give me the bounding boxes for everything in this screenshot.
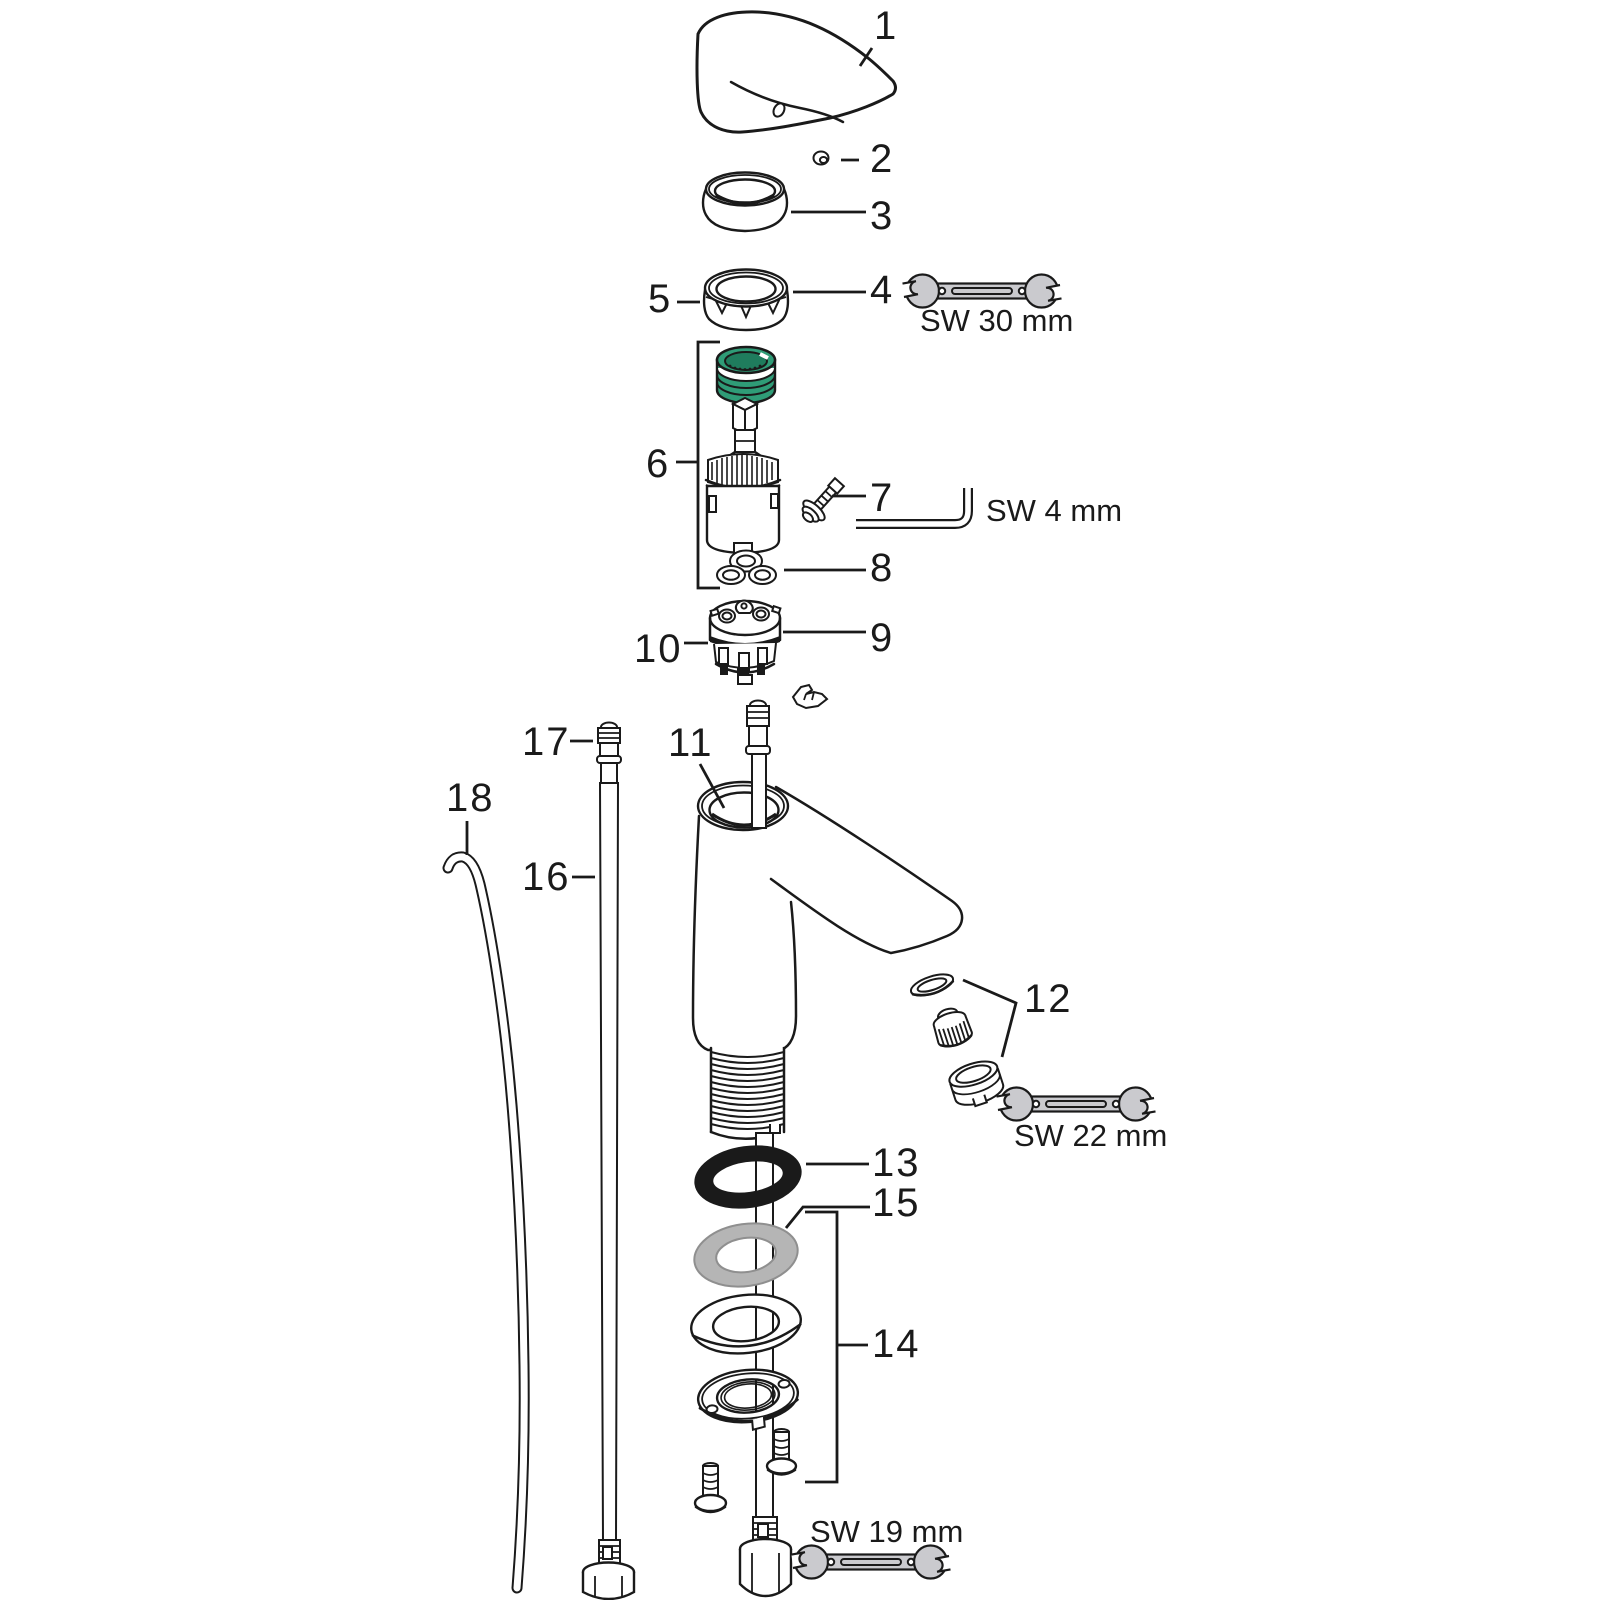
aerator-gasket (909, 973, 955, 997)
label-15: 15 (872, 1181, 921, 1225)
label-18: 18 (446, 776, 495, 820)
label-5: 5 (648, 277, 672, 321)
aerator-insert (932, 1007, 973, 1048)
part-9-10-check-valve (708, 599, 782, 685)
rod-bottom-nut (738, 1516, 793, 1598)
bracket-14 (805, 1210, 839, 1484)
cartridge-body (704, 396, 782, 555)
fixation-flange (696, 1368, 800, 1431)
leader-12 (962, 978, 1018, 1058)
label-7: 7 (870, 476, 894, 520)
label-sw19: SW 19 mm (810, 1514, 963, 1549)
part-15-washer (693, 1222, 799, 1288)
bracket-6 (696, 340, 720, 590)
label-14: 14 (872, 1322, 921, 1366)
label-10: 10 (634, 627, 683, 671)
allen-key-sw4 (856, 488, 973, 529)
leader-lines (465, 47, 1018, 1484)
label-1: 1 (874, 4, 898, 48)
tool-size-labels: SW 30 mm SW 4 mm SW 22 mm SW 19 mm (810, 303, 1167, 1549)
part-16-supply-pipe (581, 721, 636, 1600)
fixation-screw-left (693, 1462, 728, 1514)
label-9: 9 (870, 616, 894, 660)
label-13: 13 (872, 1141, 921, 1185)
faucet-threaded-shank (709, 1046, 786, 1140)
label-8: 8 (870, 546, 894, 590)
retaining-clip (791, 683, 829, 710)
fixation-white-washer (690, 1293, 802, 1355)
part-7-screw (801, 476, 846, 523)
part-14-fixation-set (690, 1293, 802, 1514)
label-16: 16 (522, 855, 571, 899)
part-4-5-cartridge-nut (702, 268, 790, 332)
label-11: 11 (668, 721, 714, 765)
label-2: 2 (870, 137, 894, 181)
label-sw22: SW 22 mm (1014, 1118, 1167, 1153)
seal-ring-dots (728, 364, 762, 371)
part-6-cartridge (704, 345, 782, 555)
wrench-sw19 (790, 1544, 952, 1580)
part-2-plug (812, 150, 830, 166)
wrench-sw22 (995, 1086, 1157, 1122)
part-3-escutcheon (701, 171, 789, 233)
aerator-housing (948, 1060, 1005, 1108)
label-3: 3 (870, 194, 894, 238)
leader-15 (784, 1205, 870, 1229)
label-4: 4 (870, 268, 894, 312)
label-6: 6 (646, 442, 670, 486)
label-sw30: SW 30 mm (920, 303, 1073, 338)
pipe-bottom-nut (581, 1539, 636, 1600)
part-17-pipe-connector (596, 721, 622, 784)
part-1-handle (695, 10, 897, 134)
part-11-faucet-body (691, 699, 964, 1522)
cartridge-gear-teeth (711, 455, 773, 489)
leader-11 (698, 763, 726, 809)
cartridge-green-seal-ring (715, 345, 777, 405)
leader-1 (858, 47, 874, 67)
handle-crease-line (729, 80, 845, 124)
part-number-labels: 1 2 3 4 5 6 7 8 9 10 11 12 13 15 14 16 1… (446, 4, 1073, 1366)
part-18-flexible-hose (442, 851, 530, 1594)
handle-pin-hole (772, 102, 786, 118)
part-8-seal-set (715, 549, 778, 585)
label-sw4: SW 4 mm (986, 493, 1122, 528)
label-17: 17 (522, 720, 571, 764)
part-12-aerator-set (909, 973, 1005, 1108)
part-13-o-ring (694, 1145, 802, 1209)
label-12: 12 (1024, 977, 1073, 1021)
fixation-screw-right (765, 1428, 798, 1476)
